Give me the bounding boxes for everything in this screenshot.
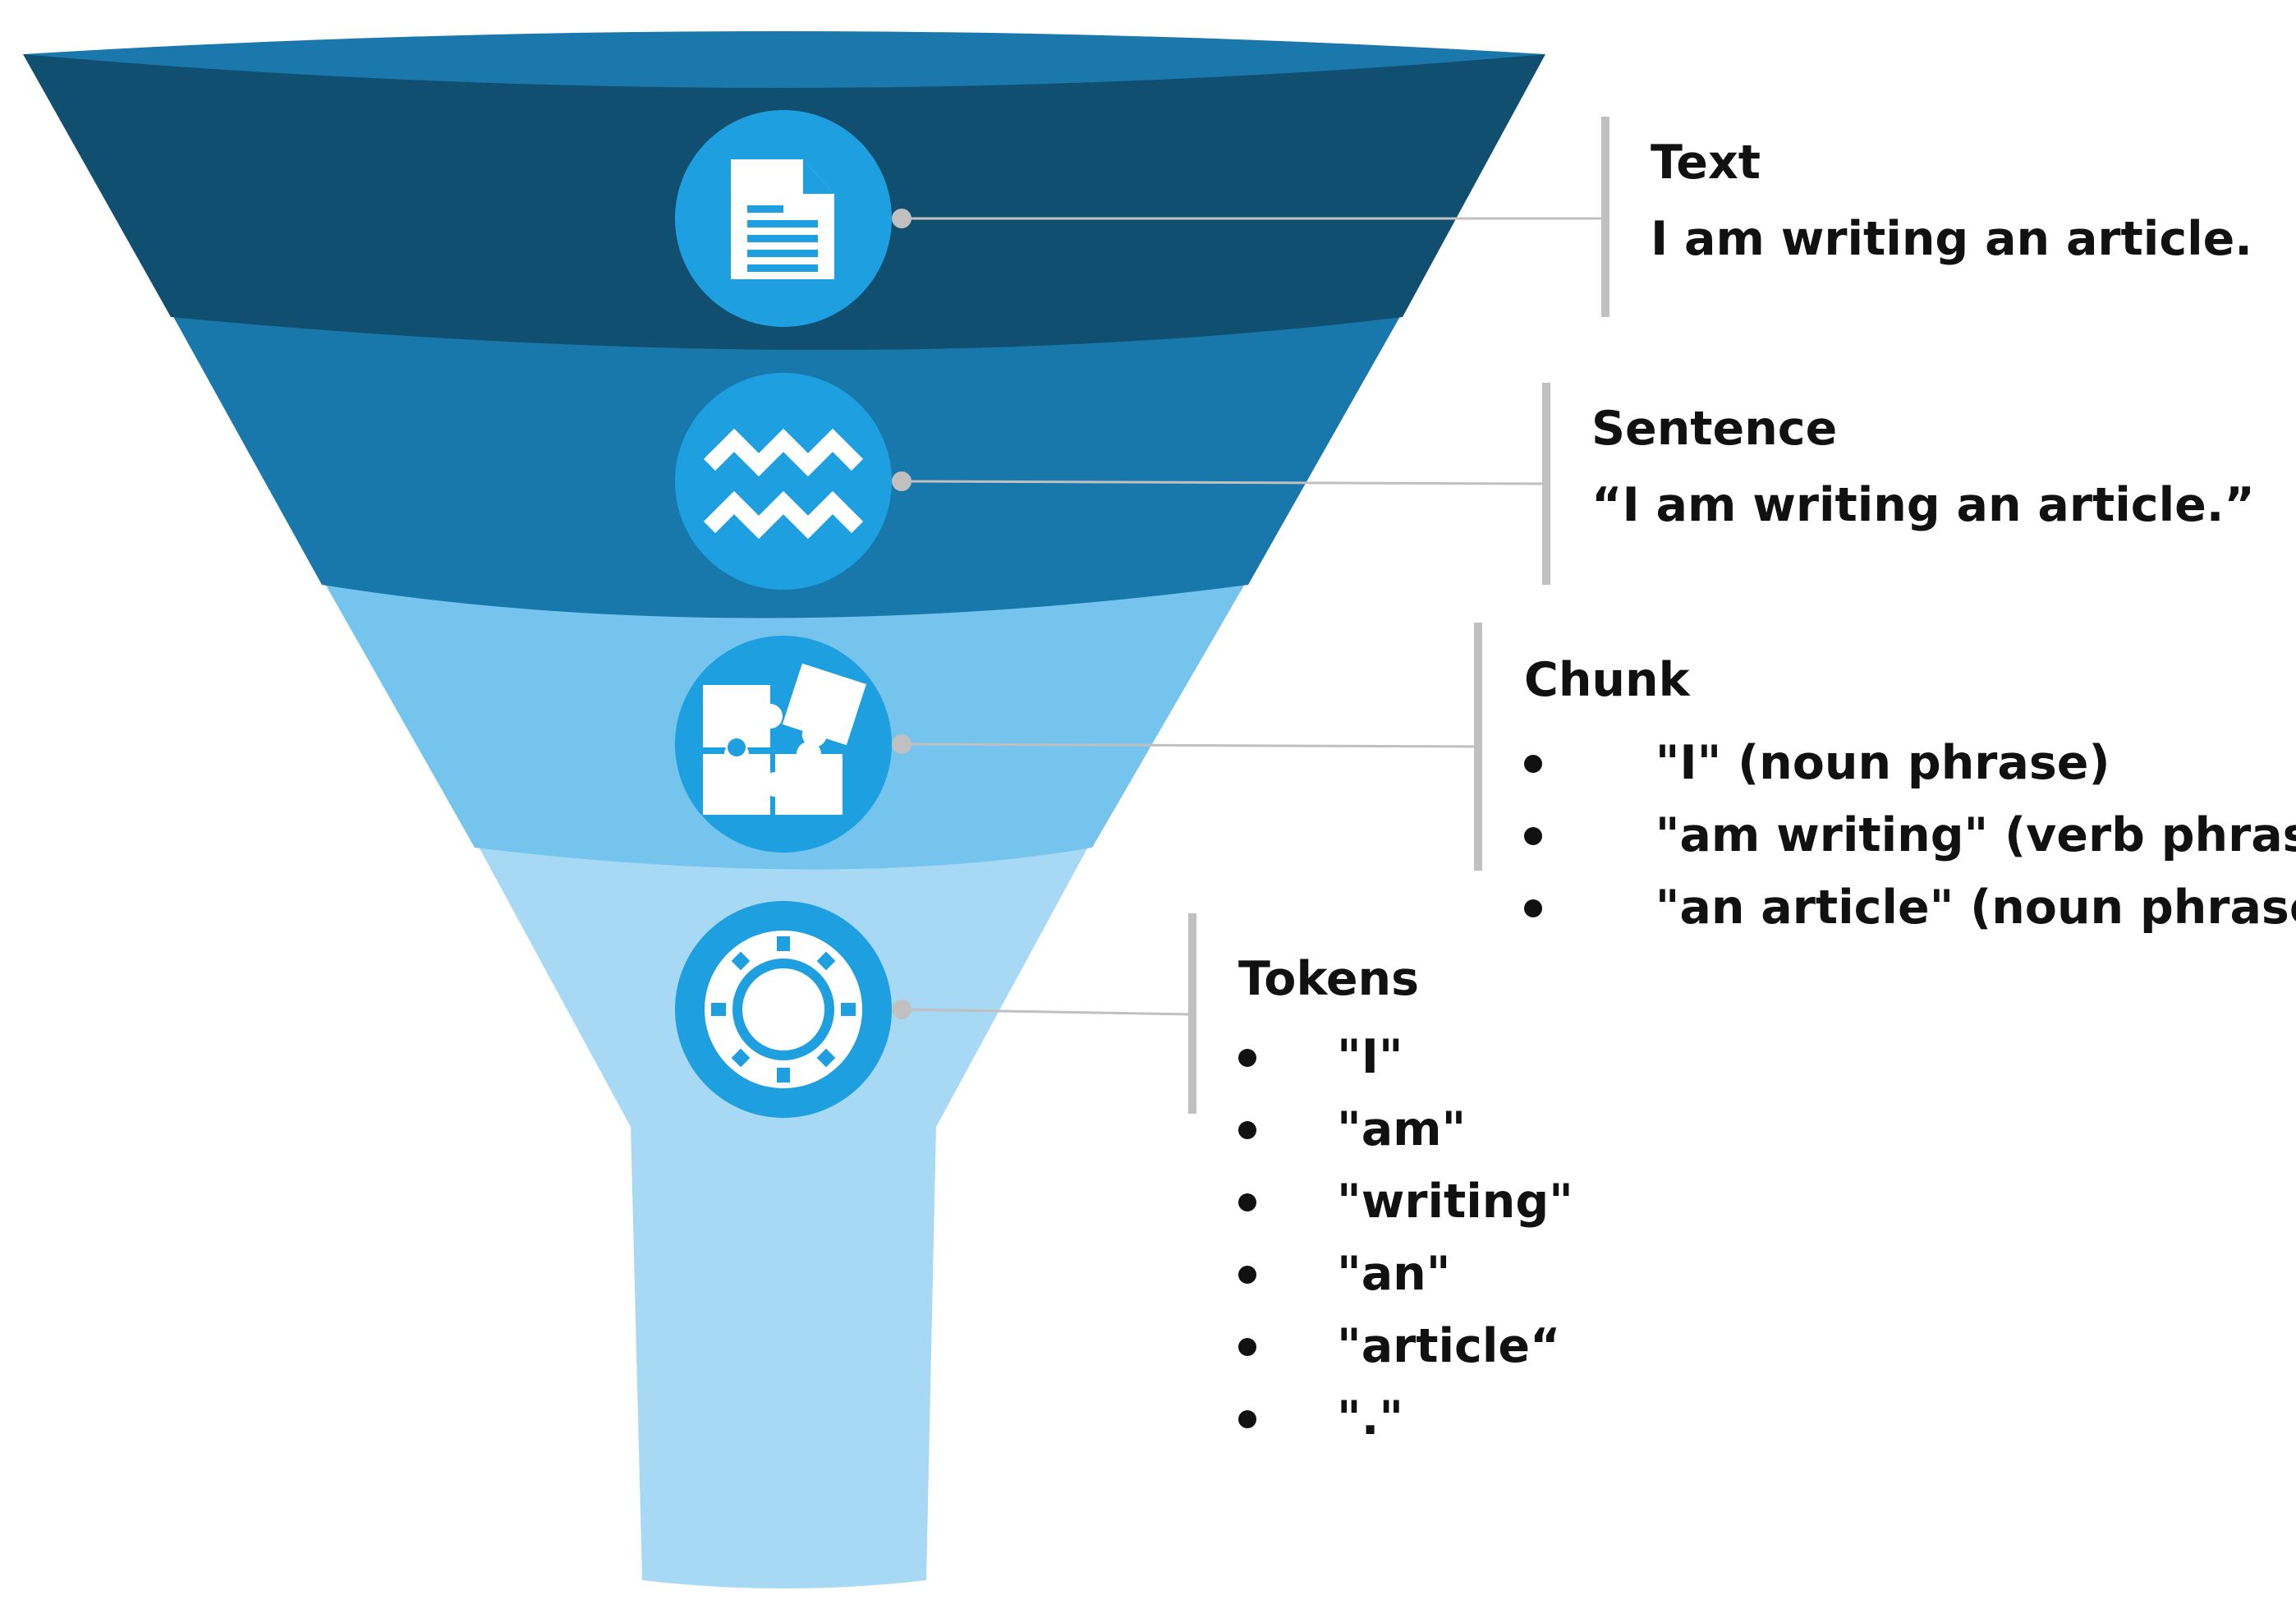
sentence-label: Sentence “I am writing an article.” bbox=[1591, 406, 2255, 529]
puzzle-icon-pieces bbox=[703, 663, 866, 815]
token-item: "article“ bbox=[1238, 1310, 1573, 1382]
chunk-title: Chunk bbox=[1524, 653, 1690, 707]
token-item: "." bbox=[1238, 1382, 1573, 1455]
document-icon-fold bbox=[803, 159, 834, 194]
waves-icon-top bbox=[703, 428, 864, 477]
bullet-icon bbox=[1238, 1338, 1256, 1356]
bullet-icon bbox=[1238, 1410, 1256, 1428]
token-icon bbox=[675, 901, 892, 1118]
bullet-icon bbox=[1238, 1121, 1256, 1139]
sentence-title: Sentence bbox=[1591, 402, 1838, 456]
funnel-spout bbox=[631, 1125, 936, 1588]
chunk-item-text: "an article" (noun phrase) bbox=[1623, 880, 2296, 935]
puzzle-icon bbox=[675, 636, 892, 853]
token-item: "I" bbox=[1238, 1021, 1573, 1093]
tokens-list: "I" "am" "writing" "an" "article“ "." bbox=[1238, 1021, 1573, 1455]
token-item: "an" bbox=[1238, 1238, 1573, 1310]
bullet-icon bbox=[1524, 899, 1542, 917]
document-icon bbox=[675, 110, 892, 327]
waves-icon-circle bbox=[675, 373, 892, 590]
token-item-text: "article“ bbox=[1337, 1319, 1561, 1373]
connector-tokens bbox=[901, 1008, 1193, 1016]
chunk-label: Chunk "I" (noun phrase) "am writing" (ve… bbox=[1524, 657, 2296, 944]
text-label: Text I am writing an article. bbox=[1651, 140, 2252, 263]
connector-dot-text bbox=[892, 209, 912, 228]
connector-sentence bbox=[901, 480, 1547, 485]
bullet-icon bbox=[1524, 827, 1542, 845]
token-item-text: "writing" bbox=[1337, 1175, 1573, 1229]
token-icon-ticks bbox=[711, 936, 856, 1083]
chunk-item-text: "I" (noun phrase) bbox=[1623, 736, 2110, 790]
chunk-list: "I" (noun phrase) "am writing" (verb phr… bbox=[1524, 727, 2296, 944]
chunk-item: "I" (noun phrase) bbox=[1524, 727, 2296, 799]
token-icon-ring bbox=[732, 959, 834, 1060]
puzzle-icon-gaps bbox=[728, 738, 746, 756]
funnel-rim bbox=[23, 31, 1545, 88]
token-item-text: "." bbox=[1337, 1391, 1404, 1446]
document-icon-lines bbox=[747, 205, 818, 272]
token-item-text: "am" bbox=[1337, 1102, 1467, 1156]
connectors bbox=[892, 117, 1609, 1114]
chunk-item: "an article" (noun phrase) bbox=[1524, 871, 2296, 944]
sentence-example: “I am writing an article.” bbox=[1591, 478, 2255, 532]
token-item: "am" bbox=[1238, 1093, 1573, 1165]
tokens-title: Tokens bbox=[1238, 952, 1420, 1006]
connector-dot-tokens bbox=[892, 1000, 912, 1019]
chunk-item: "am writing" (verb phrase) bbox=[1524, 799, 2296, 871]
bullet-icon bbox=[1238, 1266, 1256, 1284]
token-item: "writing" bbox=[1238, 1165, 1573, 1238]
token-item-text: "I" bbox=[1337, 1030, 1403, 1084]
text-example: I am writing an article. bbox=[1651, 212, 2252, 266]
connector-dot-chunk bbox=[892, 734, 912, 754]
chunk-item-text: "am writing" (verb phrase) bbox=[1623, 808, 2296, 862]
connector-chunk bbox=[901, 742, 1479, 748]
bullet-icon bbox=[1238, 1049, 1256, 1067]
bullet-icon bbox=[1524, 755, 1542, 773]
token-item-text: "an" bbox=[1337, 1247, 1451, 1301]
bullet-icon bbox=[1238, 1193, 1256, 1211]
token-icon-outer bbox=[705, 931, 862, 1088]
text-title: Text bbox=[1651, 136, 1761, 190]
tokens-label: Tokens "I" "am" "writing" "an" "article“… bbox=[1238, 956, 1573, 1455]
waves-icon-bottom bbox=[703, 490, 864, 540]
waves-icon bbox=[675, 373, 892, 590]
connector-dot-sentence bbox=[892, 471, 912, 491]
